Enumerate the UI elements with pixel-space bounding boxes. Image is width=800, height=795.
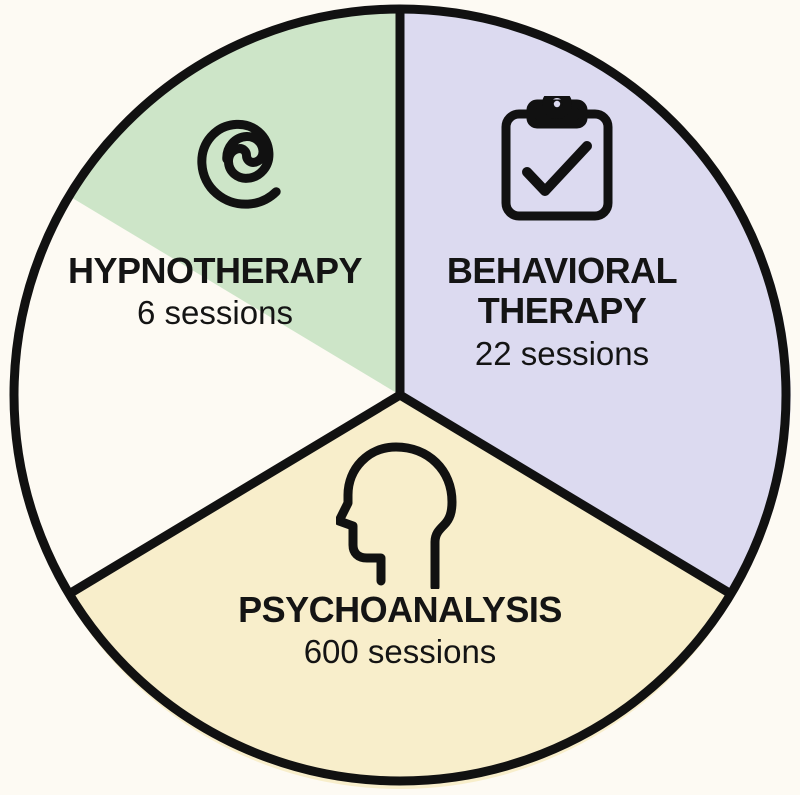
pie-slice-dividers [63, 9, 737, 600]
pie-outline-circle [9, 4, 791, 786]
pie-slice-psychoanalysis[interactable] [65, 395, 735, 790]
divider-lower-left [63, 391, 403, 600]
divider-lower-right [397, 391, 737, 600]
pie-slice-hypnotherapy[interactable] [65, 8, 400, 396]
